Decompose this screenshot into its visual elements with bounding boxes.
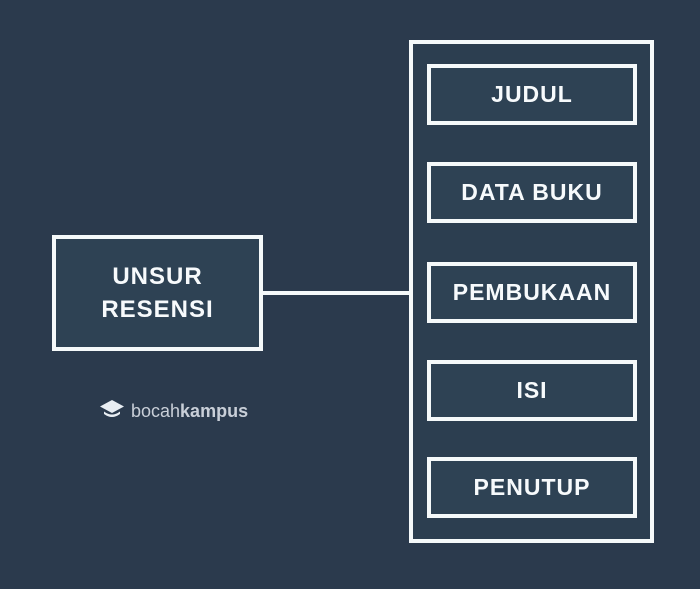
bocahkampus-logo: bocahkampus xyxy=(100,398,248,424)
node-unsur-resensi: UNSUR RESENSI xyxy=(52,235,263,351)
connector-line xyxy=(261,291,411,295)
node-label-line1: UNSUR xyxy=(112,263,203,290)
node-data-buku: DATA BUKU xyxy=(427,162,637,223)
node-label: DATA BUKU xyxy=(461,179,603,205)
node-isi: ISI xyxy=(427,360,637,421)
node-label: PEMBUKAAN xyxy=(452,279,612,305)
node-label: ISI xyxy=(516,377,548,403)
logo-text: bocahkampus xyxy=(131,401,248,422)
node-label: PENUTUP xyxy=(473,474,591,500)
logo-text-prefix: bocah xyxy=(131,400,181,421)
group-container: JUDUL DATA BUKU PEMBUKAAN ISI PENUTUP xyxy=(409,40,654,543)
node-judul: JUDUL xyxy=(427,64,637,125)
node-label: JUDUL xyxy=(491,81,573,107)
node-label-line2: RESENSI xyxy=(101,296,214,323)
graduation-cap-icon xyxy=(100,400,124,422)
node-penutup: PENUTUP xyxy=(427,457,637,518)
node-label: UNSUR RESENSI xyxy=(101,260,213,326)
logo-text-suffix: kampus xyxy=(180,400,249,421)
node-pembukaan: PEMBUKAAN xyxy=(427,262,637,323)
